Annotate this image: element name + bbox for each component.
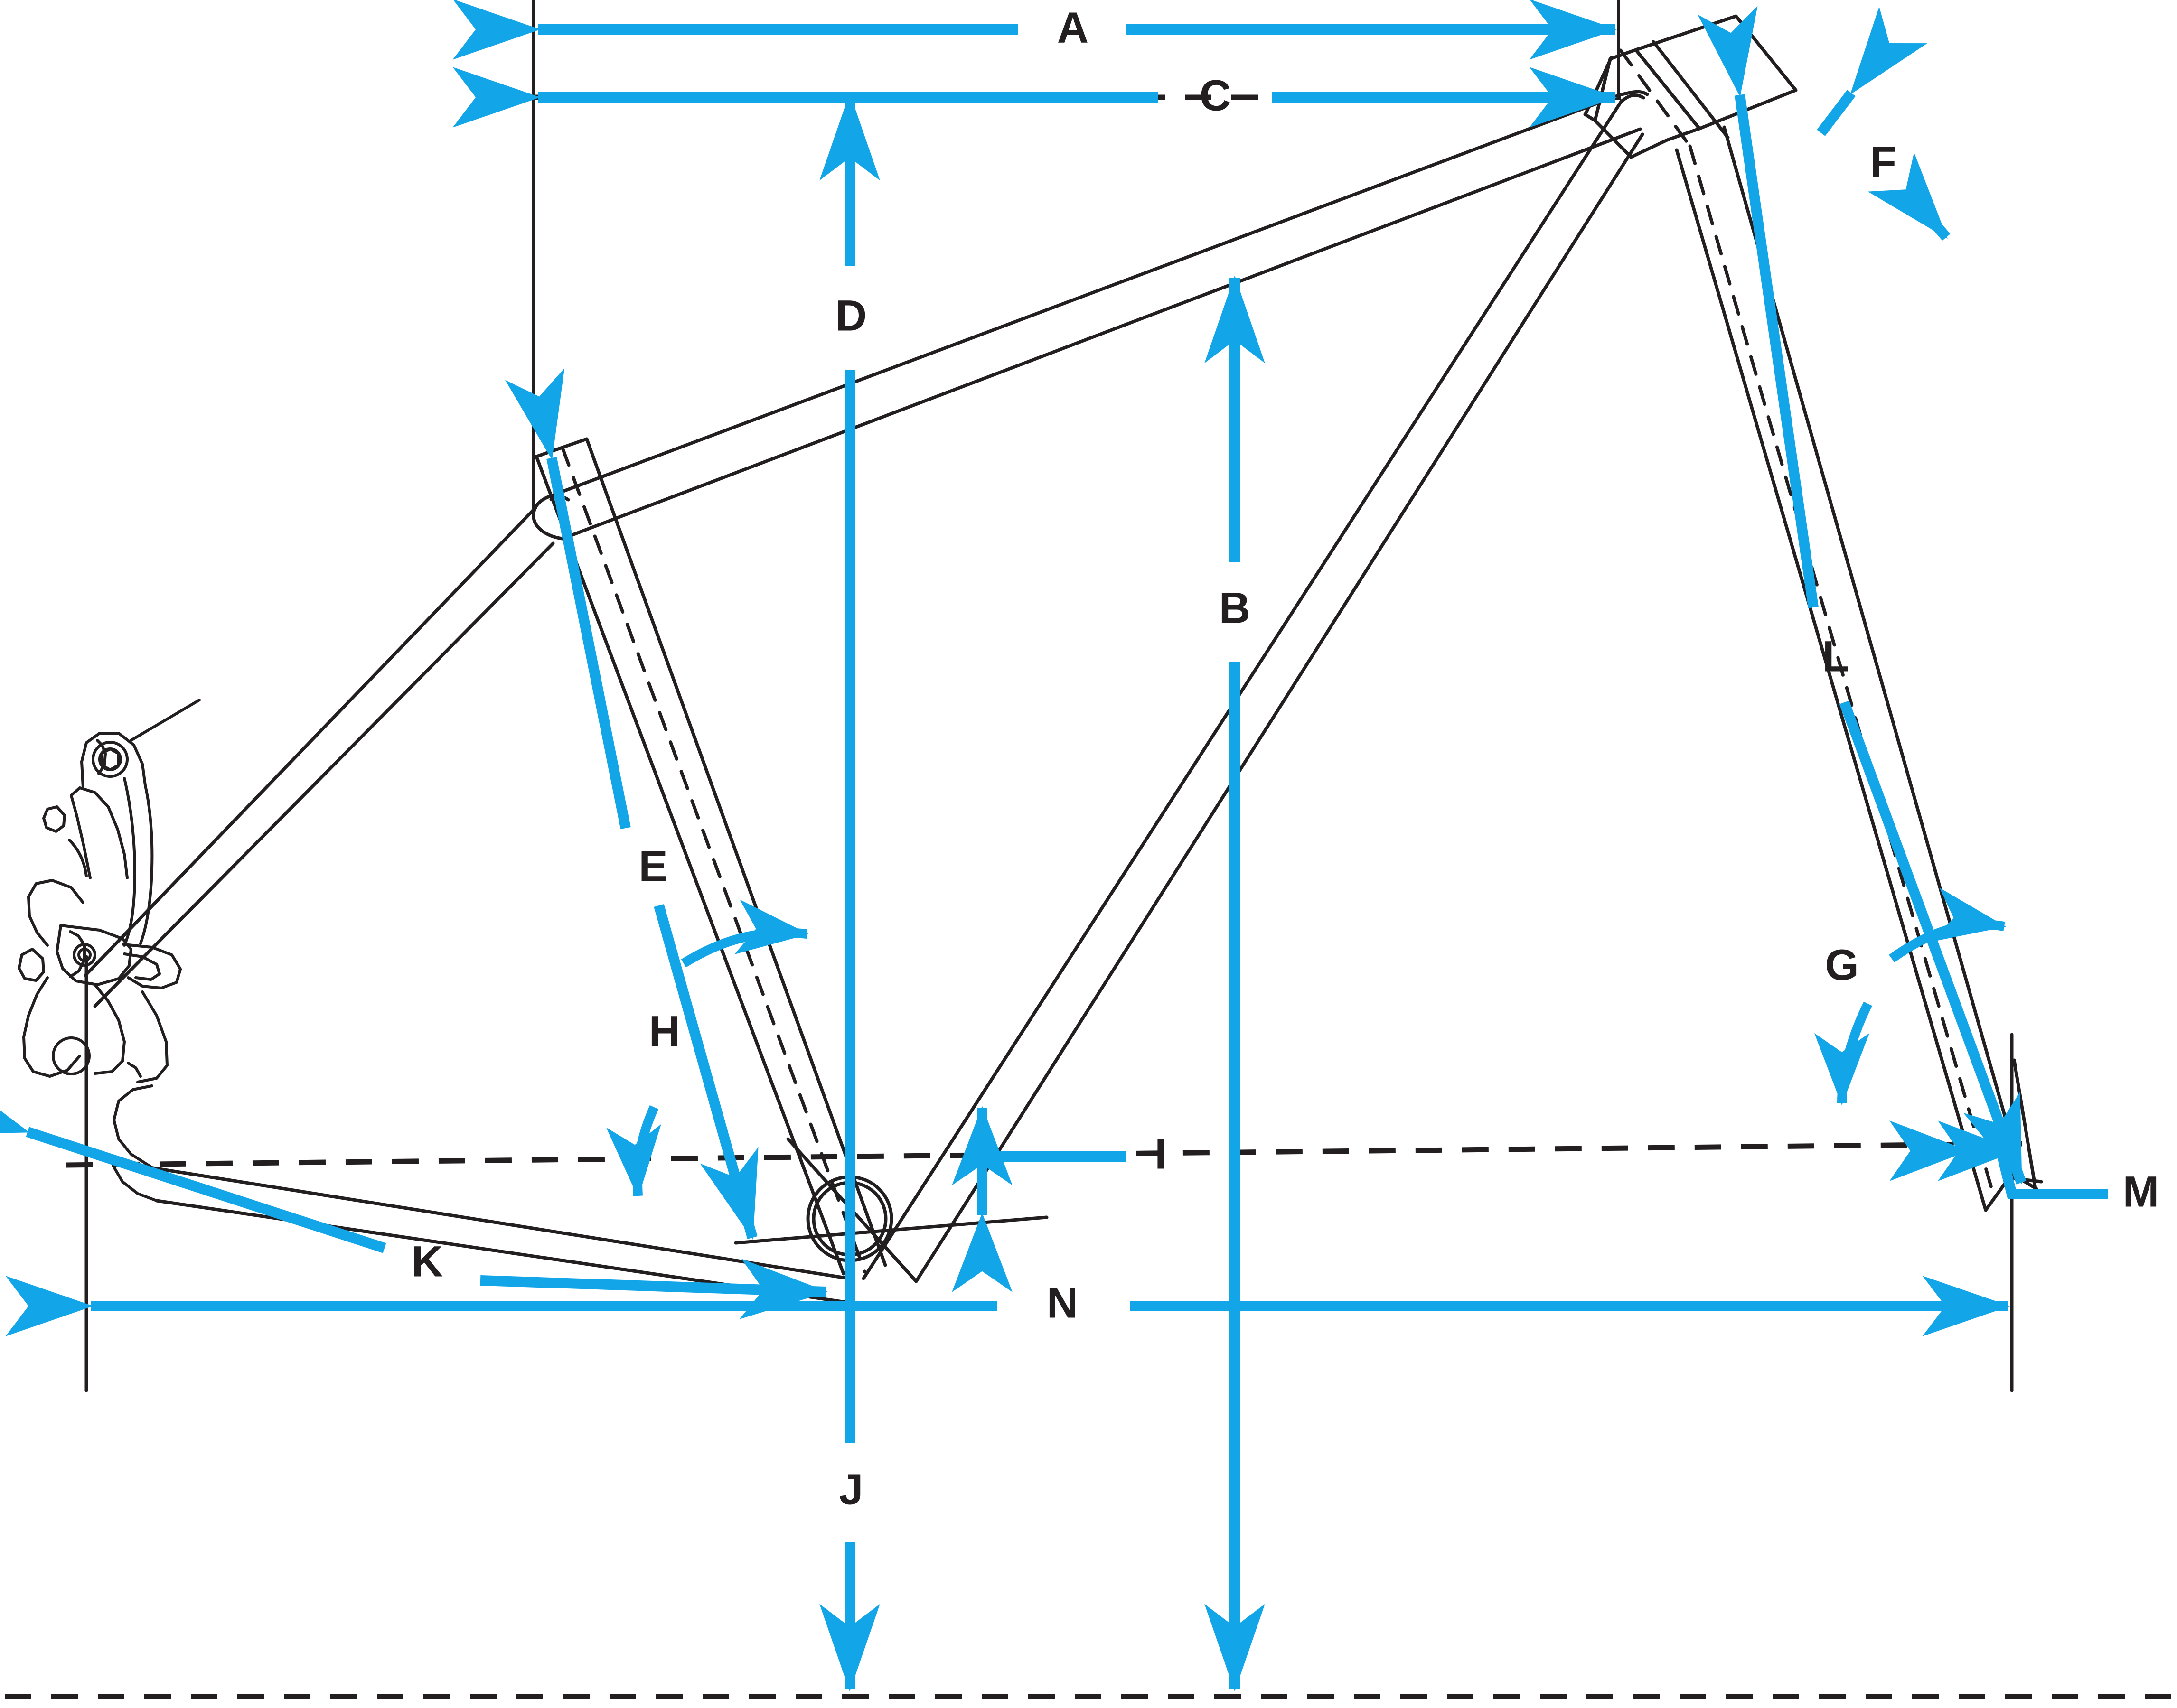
label-K: K bbox=[412, 1237, 443, 1286]
label-C: C bbox=[1200, 71, 1231, 120]
label-I: I bbox=[1154, 1129, 1167, 1178]
dimension-G-angle bbox=[1814, 887, 2006, 1105]
seat-stay bbox=[84, 506, 555, 1008]
dimension-M bbox=[1889, 1120, 2108, 1199]
label-B: B bbox=[1219, 584, 1250, 632]
dimension-E bbox=[505, 368, 759, 1240]
down-tube bbox=[862, 93, 1645, 1283]
label-L: L bbox=[1822, 632, 1849, 681]
label-N: N bbox=[1047, 1279, 1078, 1327]
bicycle-frame-drawing bbox=[18, 0, 2043, 1392]
dimension-I bbox=[952, 1106, 1126, 1292]
label-D: D bbox=[835, 291, 867, 340]
label-A: A bbox=[1057, 3, 1088, 52]
label-H: H bbox=[649, 1007, 680, 1055]
dimension-H-angle bbox=[606, 899, 809, 1198]
label-J: J bbox=[839, 1465, 863, 1513]
label-F: F bbox=[1870, 138, 1896, 186]
label-E: E bbox=[638, 842, 667, 890]
dimension-L bbox=[1698, 6, 2027, 1185]
dimension-F bbox=[1817, 6, 1951, 241]
dimension-annotations bbox=[0, 0, 2108, 1692]
dimension-labels: A C D B F L E H G I K M N J bbox=[412, 3, 2159, 1513]
label-G: G bbox=[1825, 941, 1859, 989]
label-M: M bbox=[2123, 1167, 2159, 1216]
rear-dropout bbox=[18, 699, 201, 1202]
dimension-K bbox=[0, 1076, 828, 1319]
